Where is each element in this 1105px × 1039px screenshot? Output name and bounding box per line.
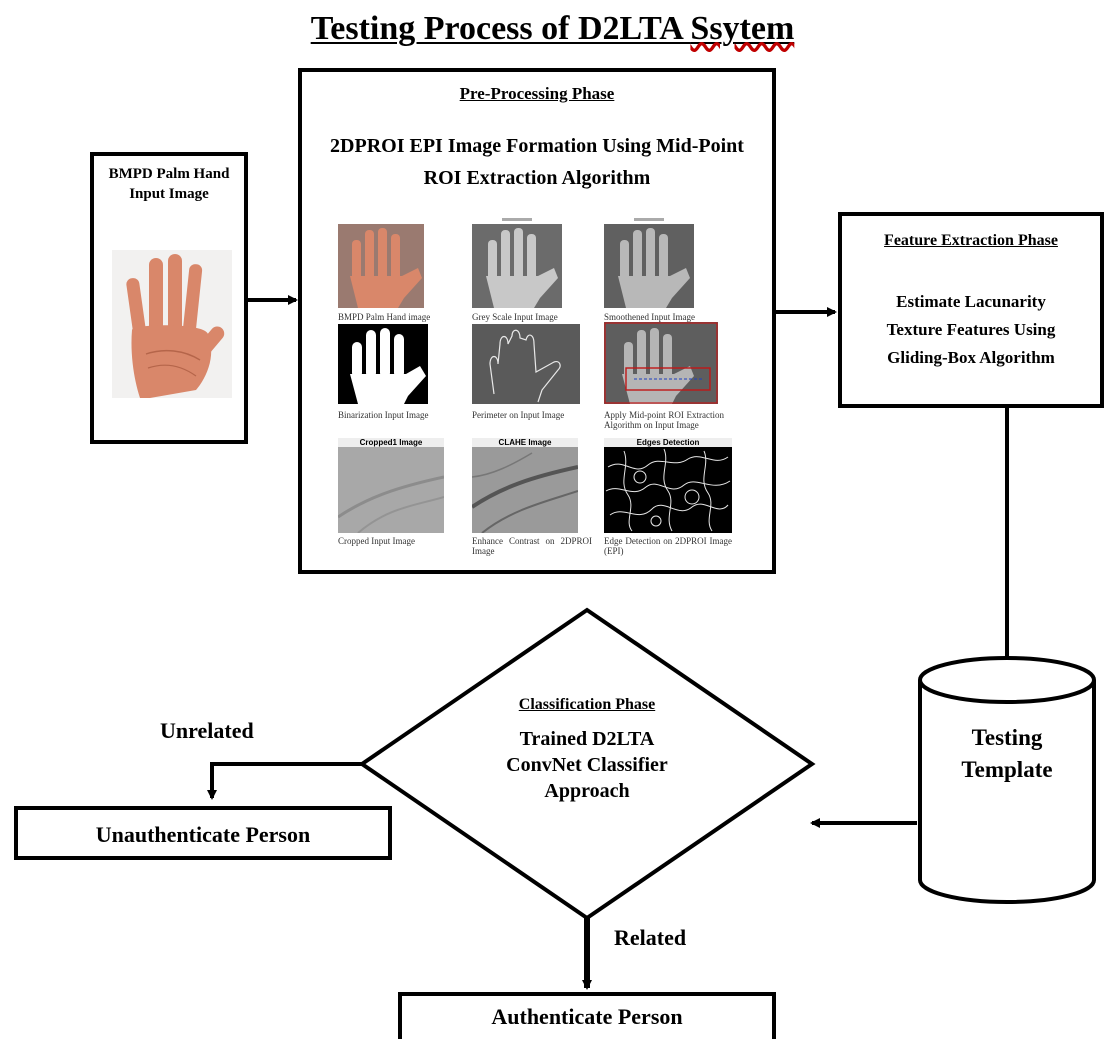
step-caption-7: Cropped Input Image bbox=[338, 536, 415, 546]
testing-template-label: Testing Template bbox=[961, 725, 1053, 782]
step-caption-8: Enhance Contrast on 2DPROI Image bbox=[472, 536, 592, 556]
palm-color-thumbnail bbox=[338, 224, 424, 308]
unrelated-label: Unrelated bbox=[160, 718, 254, 743]
input-image-box: BMPD Palm Hand Input Image bbox=[90, 152, 248, 444]
step-caption-9: Edge Detection on 2DPROI Image (EPI) bbox=[604, 536, 732, 556]
cropped-panel-title: Cropped1 Image bbox=[338, 438, 444, 447]
edge-panel: Edges Detection bbox=[604, 438, 732, 533]
perimeter-thumbnail bbox=[472, 324, 580, 404]
unauthenticated-box: Unauthenticate Person bbox=[14, 806, 392, 860]
step-caption-2: Grey Scale Input Image bbox=[472, 312, 558, 322]
template-cylinder bbox=[918, 656, 1096, 904]
unauthenticated-label: Unauthenticate Person bbox=[95, 822, 311, 847]
edge-panel-title: Edges Detection bbox=[604, 438, 732, 447]
diagram-title: Testing Process of D2LTA Ssytem bbox=[310, 10, 795, 47]
input-image-label: BMPD Palm Hand Input Image bbox=[108, 166, 230, 202]
cropped-thumbnail bbox=[338, 447, 444, 533]
clahe-panel: CLAHE Image bbox=[472, 438, 578, 533]
step-caption-4: Binarization Input Image bbox=[338, 410, 429, 420]
title-misspelled-word: Ssytem bbox=[690, 10, 795, 47]
grey-scale-thumbnail bbox=[472, 218, 562, 308]
classification-diamond bbox=[358, 607, 816, 921]
classification-heading: Classification Phase bbox=[518, 696, 656, 713]
classification-body: Trained D2LTA ConvNet Classifier Approac… bbox=[506, 728, 668, 802]
clahe-thumbnail bbox=[472, 447, 578, 533]
binarization-thumbnail bbox=[338, 324, 428, 404]
palm-hand-photo bbox=[112, 250, 232, 398]
related-label: Related bbox=[614, 925, 687, 950]
feature-extraction-heading: Feature Extraction Phase bbox=[884, 232, 1058, 249]
roi-extraction-thumbnail bbox=[604, 322, 718, 404]
arrow-classifier-to-unauthenticated bbox=[207, 762, 362, 800]
feature-extraction-body: Estimate Lacunarity Texture Features Usi… bbox=[886, 292, 1056, 367]
step-caption-3: Smoothened Input Image bbox=[604, 312, 695, 322]
preprocessing-subtitle: 2DPROI EPI Image Formation Using Mid-Poi… bbox=[330, 135, 744, 189]
cropped-panel: Cropped1 Image bbox=[338, 438, 444, 533]
feature-extraction-box: Feature Extraction Phase Estimate Lacuna… bbox=[838, 212, 1104, 408]
step-caption-6: Apply Mid-point ROI Extraction Algorithm… bbox=[604, 410, 724, 430]
authenticated-box: Authenticate Person bbox=[398, 992, 776, 1039]
edge-thumbnail bbox=[604, 447, 732, 533]
step-caption-1: BMPD Palm Hand image bbox=[338, 312, 431, 322]
authenticated-label: Authenticate Person bbox=[491, 1004, 683, 1029]
clahe-panel-title: CLAHE Image bbox=[472, 438, 578, 447]
step-caption-5: Perimeter on Input Image bbox=[472, 410, 565, 420]
smoothened-thumbnail bbox=[604, 218, 694, 308]
preprocessing-heading: Pre-Processing Phase bbox=[459, 84, 615, 103]
preprocessing-box: Pre-Processing Phase 2DPROI EPI Image Fo… bbox=[298, 68, 776, 574]
